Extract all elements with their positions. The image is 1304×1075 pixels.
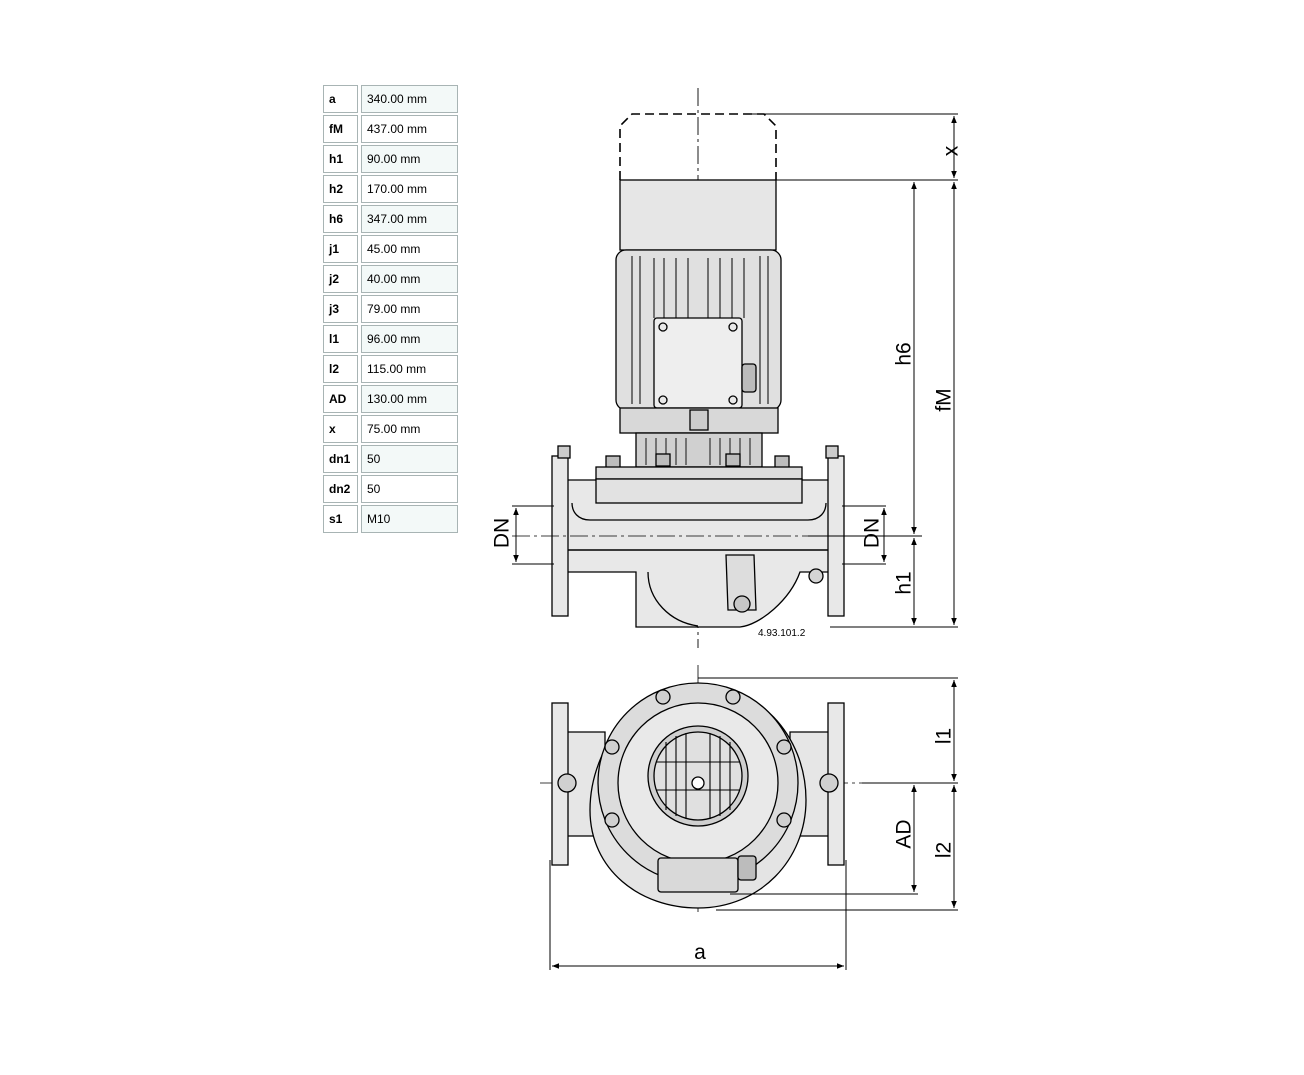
dimension-value: 347.00 mm xyxy=(361,205,458,233)
dimension-key: dn2 xyxy=(323,475,358,503)
dimension-key: h6 xyxy=(323,205,358,233)
drain-plug xyxy=(733,595,751,613)
dimension-key: j2 xyxy=(323,265,358,293)
dimension-value: 437.00 mm xyxy=(361,115,458,143)
dimension-value: 79.00 mm xyxy=(361,295,458,323)
dimension-key: j1 xyxy=(323,235,358,263)
dimension-value: 50 xyxy=(361,445,458,473)
pump-foot xyxy=(725,554,757,611)
dimension-key: AD xyxy=(323,385,358,413)
dimension-value: 45.00 mm xyxy=(361,235,458,263)
dimension-value: 170.00 mm xyxy=(361,175,458,203)
dimension-value: 115.00 mm xyxy=(361,355,458,383)
dim-label-l2: l2 xyxy=(933,842,956,858)
fan-cover xyxy=(619,179,777,251)
dim-label-ad: AD xyxy=(893,819,916,848)
dimension-key: j3 xyxy=(323,295,358,323)
dimension-value: 96.00 mm xyxy=(361,325,458,353)
dimension-key: x xyxy=(323,415,358,443)
dimension-value: 130.00 mm xyxy=(361,385,458,413)
dimension-value: 75.00 mm xyxy=(361,415,458,443)
dimension-value: M10 xyxy=(361,505,458,533)
side-view xyxy=(512,88,883,648)
dimension-value: 90.00 mm xyxy=(361,145,458,173)
dimension-key: fM xyxy=(323,115,358,143)
side-view-dimensions xyxy=(512,113,958,628)
dim-label-fM: fM xyxy=(933,388,956,411)
dim-label-l1: l1 xyxy=(933,728,956,744)
lantern xyxy=(635,432,763,468)
dimension-key: h1 xyxy=(323,145,358,173)
dimension-value: 340.00 mm xyxy=(361,85,458,113)
cable-gland xyxy=(741,363,757,393)
dimension-key: l2 xyxy=(323,355,358,383)
pump-volute xyxy=(565,479,831,628)
dim-label-x: x xyxy=(940,145,963,156)
top-view-dimensions xyxy=(549,677,958,970)
pump-cover-plate xyxy=(595,466,803,480)
dim-label-h1: h1 xyxy=(893,571,916,594)
dimension-key: dn1 xyxy=(323,445,358,473)
dimension-value: 50 xyxy=(361,475,458,503)
dim-label-dn-left: DN xyxy=(491,518,514,548)
top-view xyxy=(540,665,862,912)
dim-label-a: a xyxy=(694,941,706,964)
dim-label-h6: h6 xyxy=(893,342,916,365)
dimension-key: a xyxy=(323,85,358,113)
dimension-key: h2 xyxy=(323,175,358,203)
fan-cover-extension xyxy=(619,113,777,180)
dimension-key: l1 xyxy=(323,325,358,353)
dimension-value: 40.00 mm xyxy=(361,265,458,293)
drawing-number: 4.93.101.2 xyxy=(758,628,806,639)
motor-fins xyxy=(631,256,769,404)
dim-label-dn-right: DN xyxy=(861,518,884,548)
dimension-key: s1 xyxy=(323,505,358,533)
terminal-box xyxy=(653,317,743,409)
terminal-box-top xyxy=(657,857,739,893)
